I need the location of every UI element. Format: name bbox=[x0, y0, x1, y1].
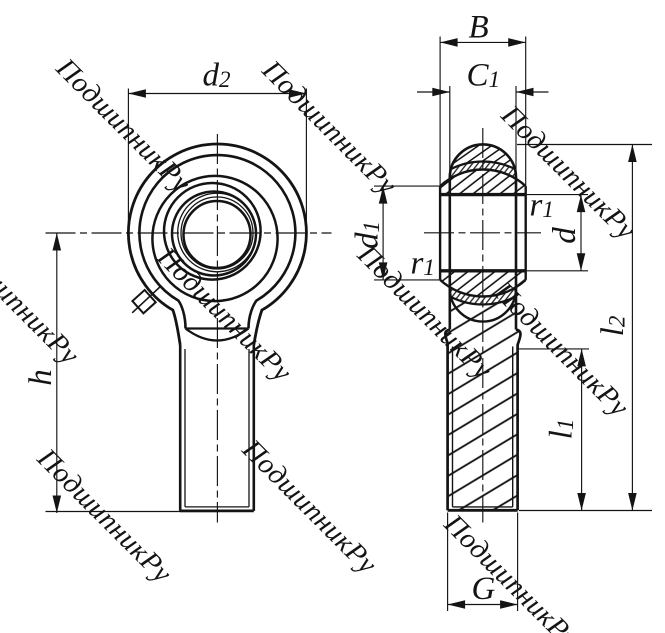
svg-text:ПодшипникРу: ПодшипникРу bbox=[0, 224, 85, 371]
svg-text:d1: d1 bbox=[350, 221, 386, 249]
svg-text:G: G bbox=[472, 571, 496, 607]
svg-text:l1: l1 bbox=[544, 419, 580, 440]
svg-text:l2: l2 bbox=[595, 316, 631, 337]
svg-text:B: B bbox=[469, 10, 489, 46]
svg-text:C1: C1 bbox=[467, 58, 501, 94]
svg-text:d2: d2 bbox=[203, 58, 231, 94]
svg-text:ПодшипникРу: ПодшипникРу bbox=[150, 241, 297, 388]
svg-text:ПодшипникРу: ПодшипникРу bbox=[437, 508, 584, 633]
svg-text:r1: r1 bbox=[411, 246, 435, 282]
svg-text:ПодшипникРу: ПодшипникРу bbox=[235, 433, 382, 580]
svg-text:ПодшипникРу: ПодшипникРу bbox=[49, 52, 196, 199]
svg-text:h: h bbox=[23, 369, 59, 386]
svg-text:r1: r1 bbox=[530, 188, 554, 224]
svg-text:ПодшипникРу: ПодшипникРу bbox=[30, 442, 177, 589]
svg-text:d: d bbox=[547, 227, 583, 244]
svg-text:ПодшипникРу: ПодшипникРу bbox=[255, 54, 402, 201]
